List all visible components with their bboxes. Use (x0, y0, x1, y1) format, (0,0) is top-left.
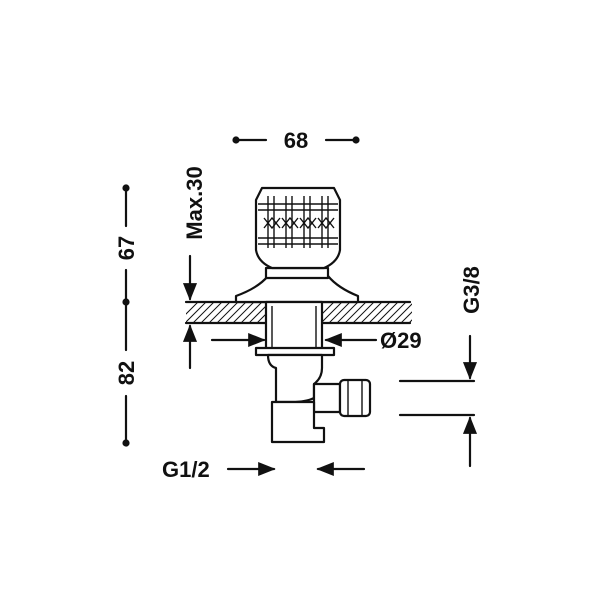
dimension-dot (122, 298, 130, 306)
inlet-thread-label: G1/2 (162, 457, 210, 482)
diameter-label: Ø29 (380, 328, 422, 353)
height-dimension: 67 82 (114, 184, 139, 447)
outlet-thread-label: G3/8 (459, 266, 484, 314)
max-thickness-label: Max.30 (182, 166, 207, 239)
dimension-dot (352, 136, 360, 144)
width-dimension: 68 (232, 128, 360, 153)
height-upper-label: 67 (114, 236, 139, 260)
inlet-thread-dimension: G1/2 (162, 457, 366, 482)
handle-neck (264, 266, 330, 280)
wall-thickness-dimension: Max.30 (182, 166, 207, 370)
height-lower-label: 82 (114, 361, 139, 385)
valve-body (254, 300, 372, 444)
knob-grooves (258, 196, 338, 248)
wall-hatch-right (322, 302, 412, 323)
outlet-thread-dimension: G3/8 (398, 266, 484, 468)
outlet-connector (312, 382, 342, 414)
width-label: 68 (284, 128, 308, 153)
diameter-dimension: Ø29 (210, 328, 422, 353)
valve-handle (234, 186, 360, 304)
outlet-nut (338, 378, 372, 418)
valve-stem (264, 300, 324, 352)
lower-body (266, 353, 324, 404)
dimension-dot (122, 439, 130, 447)
escutcheon (234, 274, 360, 304)
inlet-tail (270, 400, 326, 444)
